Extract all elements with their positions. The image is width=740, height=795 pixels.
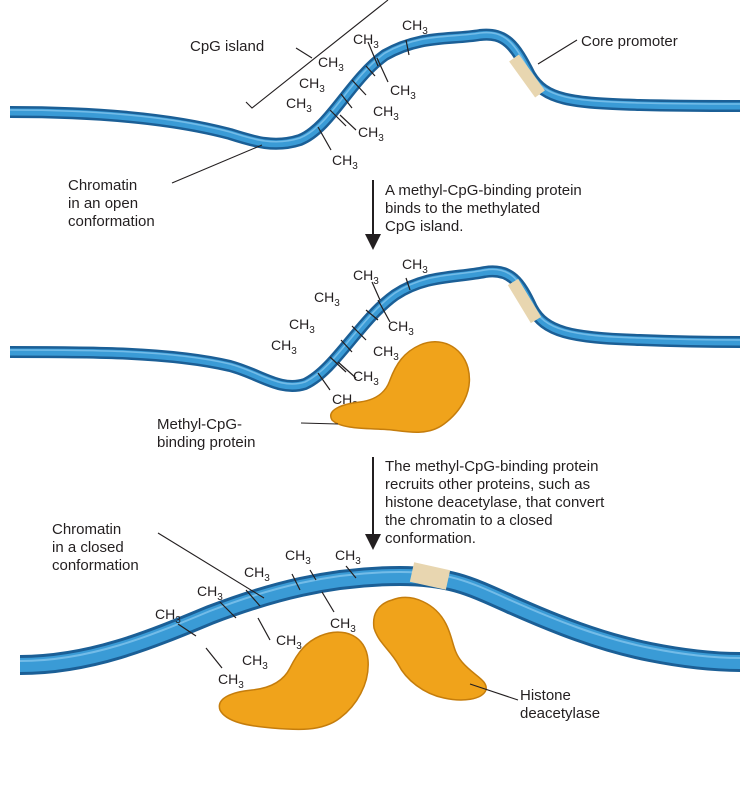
- chromatin-open-label: Chromatin in an open conformation: [68, 177, 155, 230]
- panel-binding-protein: CH3 CH3 CH3 CH3 CH3 CH3 CH3 CH3 CH3 Meth…: [9, 256, 740, 451]
- methyl-group: CH3: [402, 256, 428, 276]
- methyl-group: CH3: [155, 606, 181, 626]
- core-promoter-region-1: [509, 54, 545, 98]
- step-arrow-1: A methyl-CpG-binding protein binds to th…: [365, 180, 586, 250]
- cpg-island-label: CpG island: [190, 38, 264, 55]
- methyl-cpg-binding-protein-label: Methyl-CpG- binding protein: [157, 416, 255, 451]
- histone-deacetylase-label: Histone deacetylase: [520, 687, 600, 722]
- methyl-group: CH3: [218, 671, 244, 691]
- methyl-cpg-binding-protein-shape-3: [218, 631, 369, 731]
- step-1-description: A methyl-CpG-binding protein binds to th…: [385, 182, 586, 235]
- methyl-group: CH3: [289, 316, 315, 336]
- core-promoter-region-3: [409, 562, 451, 590]
- panel-closed-chromatin: Chromatin in a closed conformation CH3 C…: [19, 521, 740, 731]
- methyl-group: CH3: [373, 343, 399, 363]
- methyl-group: CH3: [358, 124, 384, 144]
- methyl-group: CH3: [197, 583, 223, 603]
- histone-deacetylase-shape: [372, 596, 487, 701]
- methyl-group: CH3: [271, 337, 297, 357]
- step-2-description: The methyl-CpG-binding protein recruits …: [385, 458, 608, 547]
- methyl-group: CH3: [244, 564, 270, 584]
- methyl-group: CH3: [388, 318, 414, 338]
- methyl-group: CH3: [242, 652, 268, 672]
- core-promoter-region-2: [507, 278, 542, 324]
- methyl-group: CH3: [353, 267, 379, 287]
- methyl-cpg-binding-protein-shape: [330, 340, 471, 433]
- methyl-group: CH3: [353, 31, 379, 51]
- methyl-group: CH3: [402, 17, 428, 37]
- methyl-group: CH3: [318, 54, 344, 74]
- methyl-group: CH3: [286, 95, 312, 115]
- cpg-island-bracket: [245, 0, 389, 109]
- methyl-group: CH3: [390, 82, 416, 102]
- methyl-group: CH3: [330, 615, 356, 635]
- methyl-group: CH3: [299, 75, 325, 95]
- methyl-groups-2: CH3 CH3 CH3 CH3 CH3 CH3 CH3 CH3 CH3: [271, 256, 428, 411]
- methyl-group: CH3: [332, 152, 358, 172]
- methyl-group: CH3: [353, 368, 379, 388]
- methyl-groups-1: CH3 CH3 CH3 CH3 CH3 CH3 CH3 CH3 CH3: [286, 17, 428, 172]
- methyl-group: CH3: [335, 547, 361, 567]
- methyl-group: CH3: [373, 103, 399, 123]
- panel-open-chromatin: CpG island Core promoter Chromatin in an…: [9, 0, 740, 230]
- chromatin-closed-label: Chromatin in a closed conformation: [52, 521, 139, 574]
- methyl-groups-3: CH3 CH3 CH3 CH3 CH3 CH3 CH3 CH3 CH3: [155, 547, 361, 691]
- step-arrow-2: The methyl-CpG-binding protein recruits …: [365, 457, 608, 550]
- methyl-group: CH3: [276, 632, 302, 652]
- methyl-group: CH3: [285, 547, 311, 567]
- methyl-group: CH3: [314, 289, 340, 309]
- core-promoter-label: Core promoter: [581, 33, 678, 50]
